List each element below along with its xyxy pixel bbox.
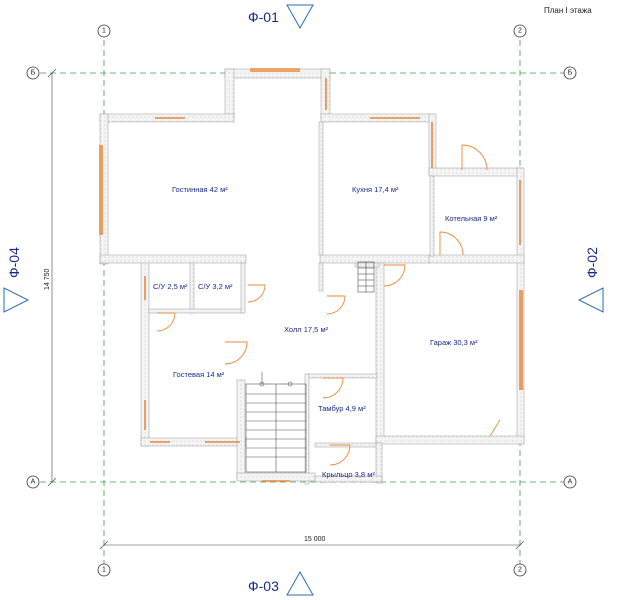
room-label-kitchen: Кухня 17,4 м² bbox=[352, 185, 399, 194]
room-label-vestibule: Тамбур 4,9 м² bbox=[318, 404, 366, 413]
facade-label-bottom: Ф-03 bbox=[248, 578, 279, 594]
axis-markers bbox=[26, 24, 577, 577]
axis-label-a-right: А bbox=[568, 479, 573, 486]
axis-marker-b-right bbox=[563, 66, 577, 80]
axis-marker-a-left bbox=[26, 475, 40, 489]
axis-marker-2-top bbox=[513, 24, 527, 38]
facade-label-top: Ф-01 bbox=[248, 9, 279, 25]
axis-marker-a-right bbox=[563, 475, 577, 489]
axis-marker-1-top bbox=[97, 24, 111, 38]
facade-arrow-right-icon bbox=[577, 287, 604, 313]
facade-arrow-left-icon bbox=[3, 287, 30, 313]
dimension-height: 14 750 bbox=[44, 268, 51, 290]
axis-marker-1-bottom bbox=[97, 563, 111, 577]
facade-arrow-top-icon bbox=[286, 4, 314, 30]
facade-label-right: Ф-02 bbox=[584, 247, 600, 278]
room-label-porch: Крыльцо 3,8 м² bbox=[322, 470, 375, 479]
facade-label-left: Ф-04 bbox=[6, 247, 22, 278]
doors bbox=[156, 144, 501, 466]
dimension-width: 15 000 bbox=[304, 536, 326, 543]
axis-label-2-bottom: 2 bbox=[518, 567, 522, 574]
axis-label-b-left: Б bbox=[31, 70, 36, 77]
room-label-living: Гостинная 42 м² bbox=[172, 185, 228, 194]
room-label-wc2: С/У 3,2 м² bbox=[198, 282, 233, 291]
room-label-wc1: С/У 2,5 м² bbox=[153, 282, 188, 291]
room-label-guest: Гостевая 14 м² bbox=[173, 370, 225, 379]
axis-marker-b-left bbox=[26, 66, 40, 80]
axis-marker-2-bottom bbox=[513, 563, 527, 577]
walls bbox=[99, 68, 525, 485]
axis-label-1-bottom: 1 bbox=[102, 567, 106, 574]
axis-label-b-right: Б bbox=[568, 70, 573, 77]
dimension-lines bbox=[47, 68, 525, 550]
room-label-boiler: Котельная 9 м² bbox=[445, 214, 498, 223]
facade-markers bbox=[3, 4, 604, 596]
room-label-garage: Гараж 30,3 м² bbox=[430, 338, 478, 347]
staircase bbox=[245, 261, 375, 473]
axis-label-a-left: А bbox=[31, 479, 36, 486]
room-label-hall: Холл 17,5 м² bbox=[284, 325, 329, 334]
facade-arrow-bottom-icon bbox=[286, 570, 314, 596]
plan-title: План I этажа bbox=[544, 6, 592, 15]
axis-label-1-top: 1 bbox=[102, 28, 106, 35]
windows bbox=[99, 68, 523, 482]
axis-label-2-top: 2 bbox=[518, 28, 522, 35]
